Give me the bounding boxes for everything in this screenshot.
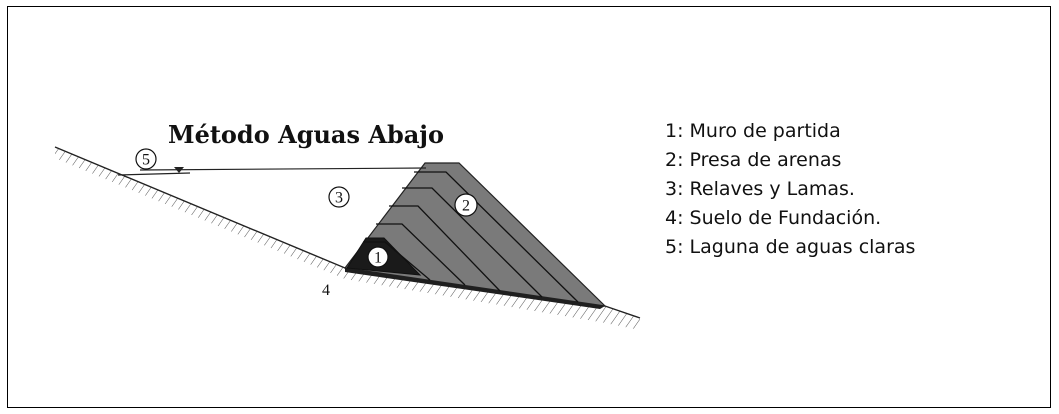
svg-text:3: 3 <box>335 190 343 207</box>
pond-surface <box>117 172 191 176</box>
svg-text:2: 2 <box>462 198 470 215</box>
tailings-surface <box>139 167 427 171</box>
marker-1: 1 <box>367 246 389 268</box>
legend-item-sand-dam: 2: Presa de arenas <box>665 149 842 171</box>
legend-item-clear-water-pond: 5: Laguna de aguas claras <box>665 236 916 258</box>
lift-lines <box>363 171 579 303</box>
legend-item-starter-wall: 1: Muro de partida <box>665 120 841 142</box>
diagram-title: Método Aguas Abajo <box>168 120 444 149</box>
legend-item-foundation-soil: 4: Suelo de Fundación. <box>665 207 882 229</box>
water-level-icon <box>174 167 184 173</box>
marker-5: 5 <box>135 148 157 170</box>
svg-text:5: 5 <box>142 152 150 169</box>
dam-base-strip <box>345 268 605 309</box>
marker-3: 3 <box>328 186 350 208</box>
svg-text:1: 1 <box>374 250 382 267</box>
legend-item-tailings: 3: Relaves y Lamas. <box>665 178 855 200</box>
marker-4: 4 <box>322 282 330 299</box>
ground-hatch <box>55 147 640 330</box>
marker-2: 2 <box>454 193 478 217</box>
legend: 1: Muro de partida 2: Presa de arenas 3:… <box>665 117 915 262</box>
